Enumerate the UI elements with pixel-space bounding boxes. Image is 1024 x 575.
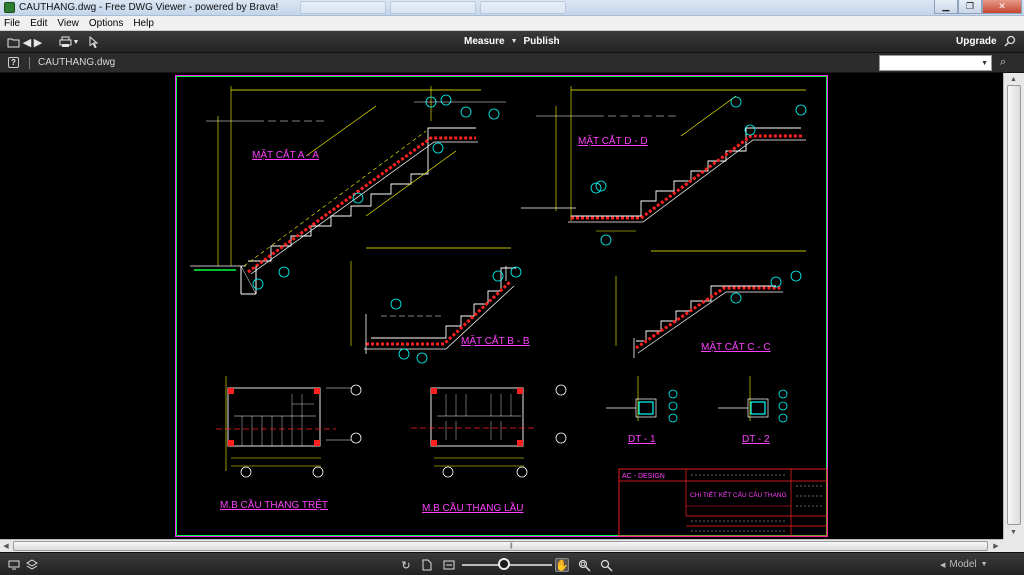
publish-button[interactable]: Publish bbox=[523, 36, 560, 47]
layers-icon[interactable] bbox=[25, 558, 39, 572]
dt2-label: DT - 2 bbox=[742, 434, 770, 445]
chevron-down-icon: ▼ bbox=[980, 561, 988, 568]
menu-options[interactable]: Options bbox=[88, 17, 124, 29]
scroll-down-icon[interactable]: ▼ bbox=[1010, 528, 1017, 536]
vertical-scrollbar[interactable]: ▲ ▼ bbox=[1003, 73, 1024, 539]
menu-help[interactable]: Help bbox=[133, 17, 154, 29]
section-cc-drawing bbox=[615, 250, 806, 358]
section-dd-drawing bbox=[521, 86, 807, 246]
rotate-icon[interactable]: ↻ bbox=[401, 559, 411, 572]
screen-icon[interactable] bbox=[7, 558, 21, 572]
section-dd-label: MẶT CẮT D - D bbox=[578, 134, 648, 147]
print-dropdown-icon[interactable]: ▼ bbox=[72, 38, 80, 46]
menu-edit[interactable]: Edit bbox=[30, 17, 48, 29]
horizontal-scroll-thumb[interactable]: ||| bbox=[13, 541, 988, 551]
toolbar-center-menu: Measure ▼ Publish bbox=[464, 36, 560, 47]
plan-upper-label: M.B CẦU THANG LẦU bbox=[422, 501, 524, 514]
title-bar: CAUTHANG.dwg - Free DWG Viewer - powered… bbox=[0, 0, 1024, 16]
title-block-title: CHI TIẾT KẾT CẤU CẦU THANG bbox=[690, 489, 787, 499]
window-title: CAUTHANG.dwg - Free DWG Viewer - powered… bbox=[19, 2, 279, 13]
background-tab bbox=[300, 1, 386, 14]
page-icon[interactable] bbox=[420, 558, 434, 572]
plan-upper-drawing bbox=[411, 384, 567, 478]
help-icon[interactable]: ? bbox=[8, 57, 19, 68]
window-controls: ▁ ❐ ✕ bbox=[934, 0, 1022, 14]
section-aa-label: MẶT CẮT A - A bbox=[252, 148, 319, 161]
upgrade-button[interactable]: Upgrade bbox=[956, 36, 997, 47]
drawing-canvas[interactable]: MẶT CẮT A - A MẶT CẮT D - D MẶT CẮT B - … bbox=[0, 73, 1003, 539]
model-label: Model bbox=[949, 559, 977, 570]
tab-separator bbox=[29, 57, 30, 69]
select-cursor-icon[interactable] bbox=[88, 35, 100, 49]
scroll-left-icon[interactable]: ◀ bbox=[3, 543, 9, 550]
section-bb-drawing bbox=[350, 247, 522, 364]
pan-hand-icon[interactable]: ✋ bbox=[555, 558, 569, 572]
status-bar: ↻ ✋ ◀ Model ▼ bbox=[0, 552, 1024, 575]
fit-width-icon[interactable] bbox=[442, 558, 456, 572]
app-icon bbox=[4, 2, 15, 13]
zoom-icon[interactable] bbox=[599, 558, 613, 572]
vertical-scroll-thumb[interactable] bbox=[1007, 85, 1021, 525]
toolbar-search-icon[interactable] bbox=[1004, 35, 1016, 50]
plan-ground-label: M.B CẦU THANG TRỆT bbox=[220, 498, 328, 511]
scroll-up-icon[interactable]: ▲ bbox=[1010, 75, 1017, 83]
drawing-sheet: MẶT CẮT A - A MẶT CẮT D - D MẶT CẮT B - … bbox=[175, 75, 828, 537]
section-aa-drawing bbox=[190, 86, 506, 295]
back-arrow-icon[interactable]: ◀ bbox=[22, 36, 32, 49]
layout-select[interactable]: ▼ bbox=[879, 55, 992, 71]
forward-arrow-icon[interactable]: ▶ bbox=[33, 36, 43, 49]
maximize-button[interactable]: ❐ bbox=[958, 0, 982, 14]
menu-file[interactable]: File bbox=[4, 17, 21, 29]
zoom-slider-handle[interactable] bbox=[498, 558, 510, 570]
horizontal-scrollbar[interactable]: ◀ ||| ▶ bbox=[0, 539, 1003, 552]
close-button[interactable]: ✕ bbox=[982, 0, 1022, 14]
scroll-grip-icon: ||| bbox=[510, 543, 513, 549]
title-block bbox=[618, 468, 828, 537]
print-icon[interactable] bbox=[58, 35, 72, 49]
background-tab bbox=[480, 1, 566, 14]
chevron-left-icon: ◀ bbox=[940, 561, 946, 569]
title-block-company: AC - DESIGN bbox=[622, 473, 665, 480]
minimize-button[interactable]: ▁ bbox=[934, 0, 958, 14]
search-icon[interactable]: ⌕ bbox=[1000, 56, 1007, 68]
document-tab-row: ? CAUTHANG.dwg ▼ ⌕ bbox=[0, 53, 1024, 73]
plan-ground-drawing bbox=[216, 376, 362, 478]
zoom-window-icon[interactable] bbox=[577, 558, 591, 572]
scrollbar-corner bbox=[1003, 539, 1024, 552]
scroll-right-icon[interactable]: ▶ bbox=[993, 543, 999, 550]
open-folder-icon[interactable] bbox=[6, 35, 20, 49]
cad-drawing: MẶT CẮT A - A MẶT CẮT D - D MẶT CẮT B - … bbox=[190, 86, 828, 537]
document-tab[interactable]: CAUTHANG.dwg bbox=[38, 57, 116, 68]
measure-button[interactable]: Measure bbox=[464, 36, 505, 47]
toolbar: ◀ ▶ ▼ Measure ▼ Publish Upgrade bbox=[0, 31, 1024, 53]
section-cc-label: MẶT CẮT C - C bbox=[701, 340, 771, 353]
measure-dropdown-icon[interactable]: ▼ bbox=[510, 38, 518, 45]
detail-drawings bbox=[606, 376, 788, 423]
background-tab bbox=[390, 1, 476, 14]
model-space-selector[interactable]: ◀ Model ▼ bbox=[940, 559, 988, 570]
chevron-down-icon: ▼ bbox=[981, 60, 988, 67]
section-bb-label: MẶT CẮT B - B bbox=[461, 334, 530, 347]
menu-bar: File Edit View Options Help bbox=[0, 16, 1024, 31]
menu-view[interactable]: View bbox=[57, 17, 79, 29]
background-window-tabs bbox=[300, 1, 566, 14]
dt1-label: DT - 1 bbox=[628, 434, 656, 445]
